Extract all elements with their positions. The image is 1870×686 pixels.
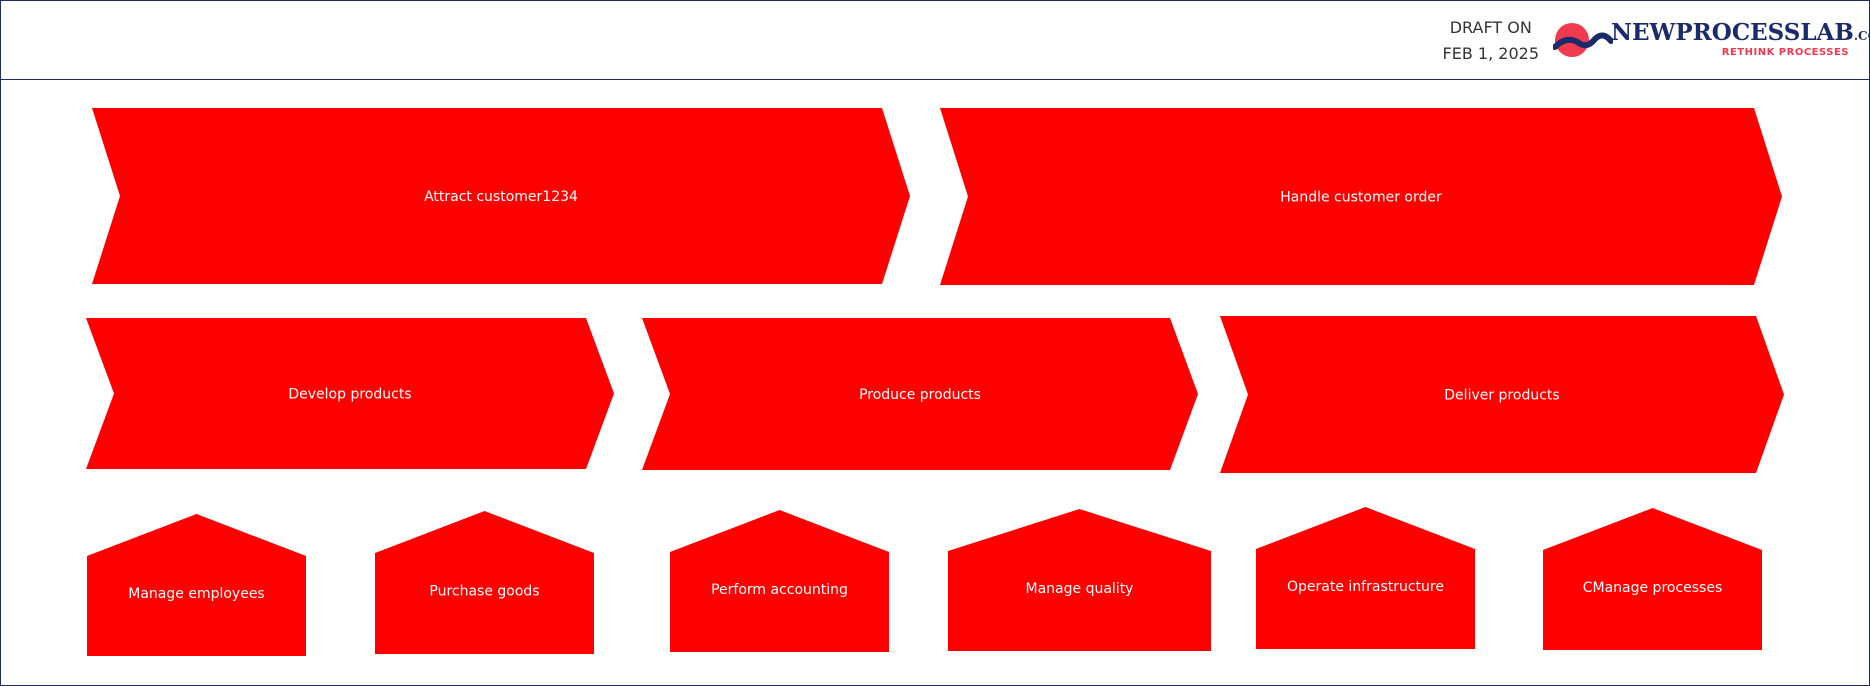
house-shape <box>375 511 594 654</box>
house-shape <box>670 510 889 652</box>
house-shape <box>1543 508 1762 650</box>
logo-tagline: RETHINK PROCESSES <box>1721 47 1849 58</box>
process-purchase-goods[interactable]: Purchase goods <box>375 511 594 654</box>
header-bar: DRAFT ON FEB 1, 2025 NEWPROCESSLAB.COM R… <box>1 1 1870 80</box>
process-manage-employees[interactable]: Manage employees <box>87 514 306 656</box>
house-shape <box>948 509 1211 651</box>
process-develop-products[interactable]: Develop products <box>86 318 614 469</box>
newprocesslab-logo: NEWPROCESSLAB.COM RETHINK PROCESSES <box>1553 17 1870 63</box>
chevron-shape <box>642 318 1198 470</box>
process-deliver-products[interactable]: Deliver products <box>1220 316 1784 473</box>
house-shape <box>1256 507 1475 649</box>
chevron-shape <box>1220 316 1784 473</box>
logo-wave-icon <box>1553 32 1613 50</box>
core-process-row: Attract customer1234 Handle customer orde… <box>92 108 1782 285</box>
process-label: Perform accounting <box>711 582 848 598</box>
process-perform-accounting[interactable]: Perform accounting <box>670 510 889 652</box>
process-handle-customer-order[interactable]: Handle customer order <box>940 108 1782 285</box>
chevron-shape <box>86 318 614 469</box>
process-label: Develop products <box>288 387 411 403</box>
house-shape <box>87 514 306 656</box>
process-operate-infrastructure[interactable]: Operate infrastructure <box>1256 507 1475 649</box>
process-label: Deliver products <box>1444 388 1559 404</box>
draft-date: FEB 1, 2025 <box>1442 44 1539 63</box>
support-process-row: Manage employees Purchase goods Perform ac… <box>87 507 1762 656</box>
process-label: Operate infrastructure <box>1287 579 1444 595</box>
process-label: Manage employees <box>128 586 264 602</box>
process-label: Manage quality <box>1026 581 1134 597</box>
draft-stamp: DRAFT ON FEB 1, 2025 <box>1443 15 1539 67</box>
chevron-shape <box>940 108 1782 285</box>
draft-label: DRAFT ON <box>1449 18 1532 37</box>
process-produce-products[interactable]: Produce products <box>642 318 1198 470</box>
process-label: Produce products <box>859 387 981 403</box>
process-label: Purchase goods <box>429 584 539 600</box>
process-label: CManage processes <box>1583 580 1723 596</box>
logo-wordmark: NEWPROCESSLAB.COM <box>1611 19 1870 46</box>
process-attract-customer[interactable]: Attract customer1234 <box>92 108 910 284</box>
process-manage-processes[interactable]: CManage processes <box>1543 508 1762 650</box>
process-label: Attract customer1234 <box>424 189 578 205</box>
process-manage-quality[interactable]: Manage quality <box>948 509 1211 651</box>
value-chain-row: Develop products Produce products Deliver … <box>86 316 1784 473</box>
process-label: Handle customer order <box>1280 190 1442 206</box>
chevron-shape <box>92 108 910 284</box>
